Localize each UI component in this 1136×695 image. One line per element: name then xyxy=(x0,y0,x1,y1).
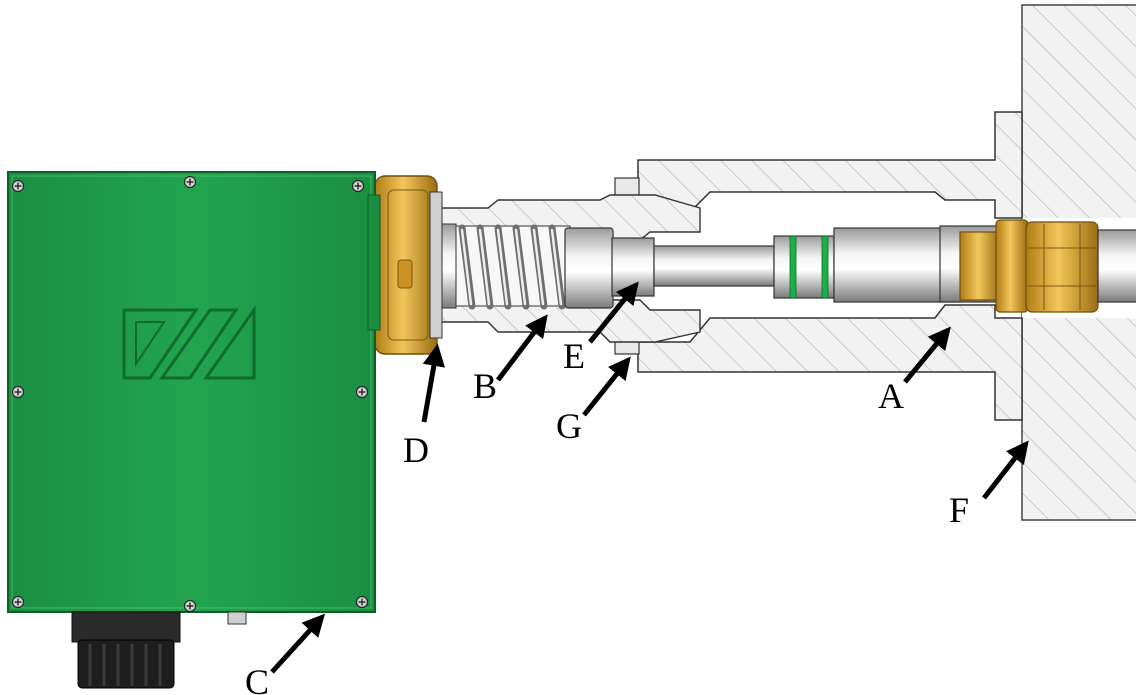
valve-stem xyxy=(564,225,1003,309)
actuator-housing xyxy=(7,171,381,689)
parallelogram-logo-icon xyxy=(122,305,256,380)
callout-label-A: A xyxy=(878,376,904,416)
arrow-F xyxy=(982,440,1029,500)
callout-labels: A B C D E F G xyxy=(245,336,969,695)
connector-icon xyxy=(71,611,247,689)
screw-head-icon xyxy=(11,175,369,613)
spring xyxy=(439,223,571,310)
callout-arrows xyxy=(270,281,1029,674)
callout-label-D: D xyxy=(403,430,429,470)
arrow-D xyxy=(421,343,445,423)
arrow-E xyxy=(588,281,639,344)
coupling-ring xyxy=(374,175,443,355)
callout-label-C: C xyxy=(245,662,269,695)
arrow-B xyxy=(496,314,548,382)
callout-label-B: B xyxy=(473,366,497,406)
callout-label-G: G xyxy=(556,406,582,446)
arrow-C xyxy=(270,613,326,674)
brass-fitting xyxy=(959,219,1136,313)
arrow-G xyxy=(582,356,631,417)
callout-label-E: E xyxy=(563,336,585,376)
arrow-A xyxy=(903,326,951,384)
middle-sleeve-section xyxy=(439,194,701,343)
callout-label-F: F xyxy=(949,490,969,530)
